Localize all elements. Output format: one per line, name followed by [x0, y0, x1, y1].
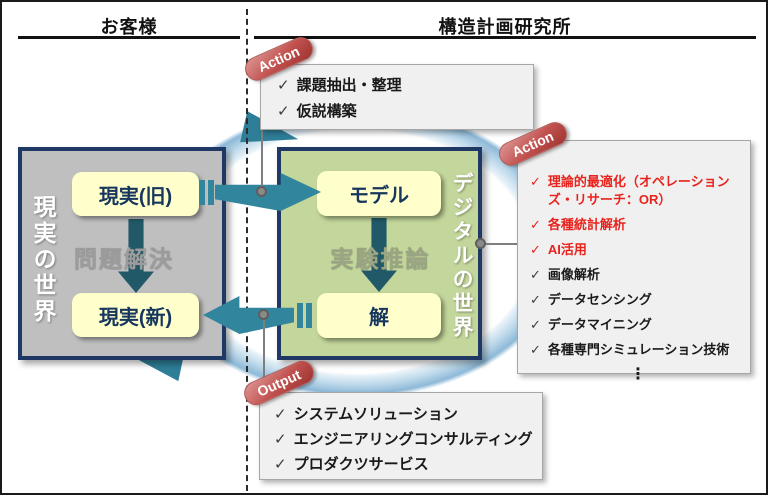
experiment-inference-label: 実験推論	[330, 246, 431, 272]
connector-dot	[475, 238, 486, 249]
flow-bar-icon	[199, 180, 205, 205]
connector-dot	[256, 186, 267, 197]
check-icon: ✓	[277, 103, 290, 120]
checklist-item: ✓ 各種専門シミュレーション技術	[530, 342, 730, 357]
right-title-underline	[254, 36, 756, 39]
connector-dot	[258, 309, 269, 320]
flow-bar-icon	[297, 303, 303, 328]
left-title-underline	[18, 36, 240, 39]
action-right-callout: ✓ 理論的最適化（オペレーションズ・リサーチ：OR） ✓ 各種統計解析 ✓ AI…	[517, 140, 751, 383]
checklist-item: ✓ エンジニアリングコンサルティング	[274, 427, 542, 452]
checklist-item: ✓ システムソリューション	[274, 402, 542, 427]
checklist-item: ✓ 課題抽出・整理	[277, 73, 533, 99]
check-icon: ✓	[274, 431, 287, 448]
connector-line	[484, 243, 518, 245]
checklist-item: ✓ データセンシング	[530, 292, 652, 307]
node-reality-old: 現実(旧)	[72, 172, 199, 216]
checklist-item: ✓ データマイニング	[530, 317, 652, 332]
check-icon: ✓	[530, 242, 541, 257]
check-icon: ✓	[274, 406, 287, 423]
more-items-ellipsis: ⋮	[630, 366, 646, 383]
check-icon: ✓	[530, 217, 541, 232]
connector-line	[261, 128, 263, 188]
node-reality-new: 現実(新)	[72, 293, 199, 337]
check-icon: ✓	[530, 174, 541, 189]
check-icon: ✓	[274, 456, 287, 473]
column-divider-dashed-line	[246, 9, 248, 491]
checklist-item: ✓ 仮説構築	[277, 99, 533, 125]
check-icon: ✓	[530, 317, 541, 332]
flow-bar-icon	[306, 303, 312, 328]
real-world-label: 現実の世界	[30, 195, 56, 325]
right-column-title: 構造計画研究所	[438, 17, 572, 37]
output-callout: ✓ システムソリューション ✓ エンジニアリングコンサルティング ✓ プロダクツ…	[259, 392, 543, 480]
flow-bar-icon	[208, 180, 214, 205]
checklist-item: ✓ 画像解析	[530, 267, 600, 282]
check-icon: ✓	[530, 292, 541, 307]
check-icon: ✓	[277, 77, 290, 94]
checklist-item: ✓ AI活用	[530, 242, 587, 257]
digital-world-label: デジタルの世界	[450, 172, 473, 340]
connector-line	[263, 318, 265, 394]
problem-solving-label: 問題解決	[74, 246, 174, 272]
action-top-callout: ✓ 課題抽出・整理 ✓ 仮説構築	[260, 64, 534, 130]
checklist-item: ✓ プロダクツサービス	[274, 452, 542, 477]
node-model: モデル	[317, 171, 441, 216]
checklist-item: ✓ 理論的最適化（オペレーションズ・リサーチ：OR）	[530, 174, 730, 207]
left-column-title: お客様	[100, 17, 158, 37]
node-solution: 解	[317, 293, 441, 338]
checklist-item: ✓ 各種統計解析	[530, 217, 626, 232]
check-icon: ✓	[530, 342, 541, 357]
check-icon: ✓	[530, 267, 541, 282]
